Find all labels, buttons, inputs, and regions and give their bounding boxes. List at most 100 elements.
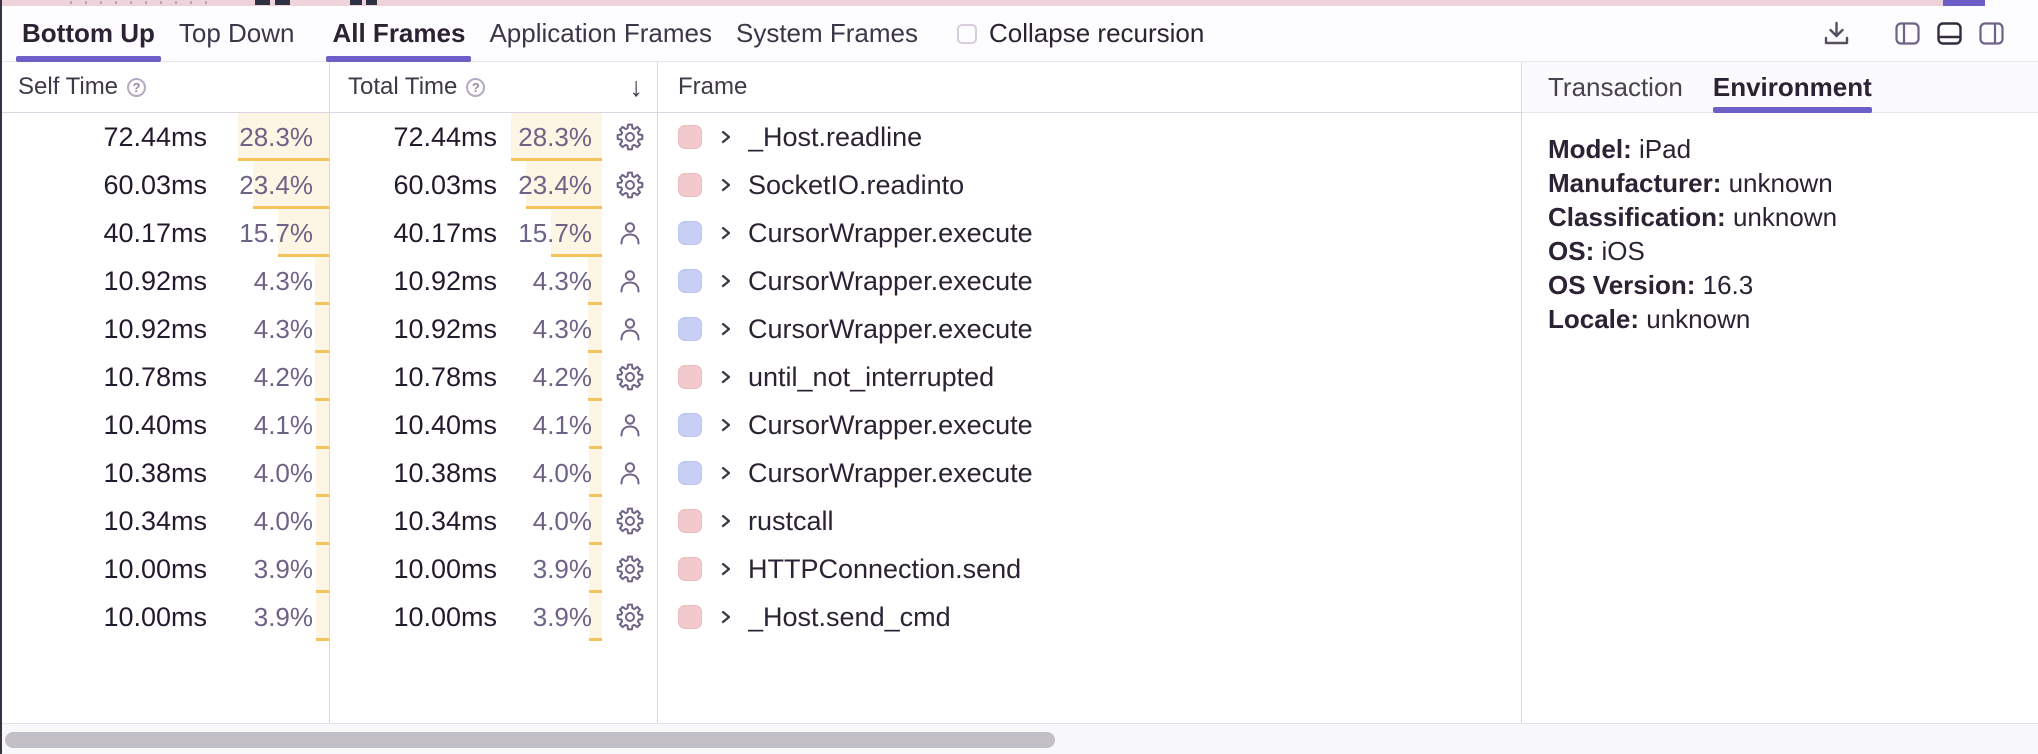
frame-cell: CursorWrapper.execute [658, 401, 1521, 449]
minimap-tick [190, 1, 192, 4]
table-row[interactable]: 10.40ms 4.1% 10.40ms 4.1% [0, 401, 1521, 449]
total-time-percent: 3.9% [532, 554, 592, 584]
total-time-help-icon[interactable]: ? [466, 77, 486, 97]
chevron-right-icon[interactable] [719, 225, 733, 241]
percent-bar [589, 449, 602, 497]
gear-icon [616, 171, 644, 199]
tab-transaction[interactable]: Transaction [1548, 71, 1683, 102]
chevron-right-icon[interactable] [719, 129, 733, 145]
minimap-viewport-indicator[interactable] [1943, 0, 1985, 6]
frame-cell: _Host.send_cmd [658, 593, 1521, 641]
frame-name: CursorWrapper.execute [748, 409, 1033, 440]
frame-type-icon-cell [602, 305, 658, 353]
tab-environment[interactable]: Environment [1712, 62, 1872, 113]
chevron-right-icon[interactable] [719, 465, 733, 481]
horizontal-scrollbar-thumb[interactable] [5, 732, 1055, 748]
percent-bar [253, 161, 329, 209]
tab-application-frames[interactable]: Application Frames [489, 18, 712, 48]
download-icon[interactable] [1821, 18, 1852, 49]
total-time-cell: 10.34ms 4.0% [330, 497, 658, 545]
percent-bar [589, 497, 602, 545]
header-total-time[interactable]: Total Time ? ↓ [330, 62, 658, 112]
frame-color-swatch [678, 173, 702, 197]
horizontal-scrollbar-track[interactable] [0, 723, 2038, 754]
frame-name: _Host.readline [748, 121, 923, 152]
frame-type-icon-cell [602, 401, 658, 449]
panel-right-icon[interactable] [1978, 20, 2005, 47]
collapse-recursion-checkbox[interactable] [957, 23, 978, 44]
sort-desc-icon[interactable]: ↓ [629, 71, 644, 102]
percent-bar [316, 593, 329, 641]
table-row[interactable]: 60.03ms 23.4% 60.03ms 23.4% [0, 161, 1521, 209]
field-value: iOS [1601, 236, 1645, 266]
chevron-right-icon[interactable] [719, 177, 733, 193]
chevron-right-icon[interactable] [719, 513, 733, 529]
table-row[interactable]: 10.92ms 4.3% 10.92ms 4.3% [0, 305, 1521, 353]
field-label: Classification: [1548, 202, 1726, 232]
table-row[interactable]: 10.92ms 4.3% 10.92ms 4.3% [0, 257, 1521, 305]
self-time-percent: 15.7% [239, 218, 313, 248]
frame-name: until_not_interrupted [748, 361, 995, 392]
table-row[interactable]: 40.17ms 15.7% 40.17ms 15.7% [0, 209, 1521, 257]
view-tabs: Bottom Up Top Down [0, 6, 296, 62]
panel-left-icon[interactable] [1894, 20, 1921, 47]
percent-bar [316, 545, 329, 593]
frame-type-icon-cell [602, 113, 658, 161]
table-row[interactable]: 72.44ms 28.3% 72.44ms 28.3% [0, 113, 1521, 161]
percent-bar [551, 209, 602, 257]
self-time-help-icon[interactable]: ? [127, 77, 147, 97]
chevron-right-icon[interactable] [719, 417, 733, 433]
person-icon [620, 414, 640, 437]
chevron-right-icon[interactable] [719, 561, 733, 577]
total-time-percent: 15.7% [518, 218, 592, 248]
chevron-right-icon[interactable] [719, 609, 733, 625]
self-time-cell: 40.17ms 15.7% [0, 209, 330, 257]
total-time-percent-cell: 23.4% [497, 161, 602, 209]
self-time-cell: 10.78ms 4.2% [0, 353, 330, 401]
table-row[interactable]: 10.34ms 4.0% 10.34ms 4.0% [0, 497, 1521, 545]
percent-bar [315, 305, 329, 353]
frame-name: SocketIO.readinto [748, 169, 965, 200]
self-time-cell: 10.38ms 4.0% [0, 449, 330, 497]
tab-system-frames[interactable]: System Frames [735, 18, 919, 48]
self-time-cell: 72.44ms 28.3% [0, 113, 330, 161]
table-row[interactable]: 10.78ms 4.2% 10.78ms 4.2% [0, 353, 1521, 401]
field-value: unknown [1732, 202, 1838, 232]
tab-top-down[interactable]: Top Down [178, 18, 295, 48]
minimap-frame-mark [350, 0, 362, 5]
total-time-percent-cell: 3.9% [497, 593, 602, 641]
self-time-value: 10.92ms [103, 314, 207, 344]
total-time-value: 40.17ms [393, 218, 497, 248]
total-time-value: 60.03ms [393, 170, 497, 200]
frame-color-swatch [678, 317, 702, 341]
chevron-right-icon[interactable] [719, 369, 733, 385]
table-row[interactable]: 10.00ms 3.9% 10.00ms 3.9% [0, 545, 1521, 593]
table-row[interactable]: 10.38ms 4.0% 10.38ms 4.0% [0, 449, 1521, 497]
header-self-time[interactable]: Self Time ? [0, 62, 330, 112]
tab-all-frames[interactable]: All Frames [326, 6, 472, 62]
minimap-strip[interactable] [0, 0, 2038, 6]
details-panel: Transaction Environment Model: iPad Manu… [1521, 62, 2038, 723]
total-time-percent: 4.0% [532, 506, 592, 536]
total-time-percent: 4.3% [532, 266, 592, 296]
tab-bottom-up[interactable]: Bottom Up [16, 6, 161, 62]
chevron-right-icon[interactable] [719, 321, 733, 337]
environment-field: Model: iPad [1548, 132, 2012, 166]
panel-bottom-icon[interactable] [1936, 20, 1963, 47]
table-row[interactable]: 10.00ms 3.9% 10.00ms 3.9% [0, 593, 1521, 641]
collapse-recursion-toggle[interactable]: Collapse recursion [957, 6, 1204, 61]
frame-name: CursorWrapper.execute [748, 457, 1033, 488]
frame-cell: rustcall [658, 497, 1521, 545]
self-time-percent-cell: 4.1% [207, 401, 329, 449]
environment-field: Manufacturer: unknown [1548, 166, 2012, 200]
total-time-percent-cell: 28.3% [497, 113, 602, 161]
self-time-label: Self Time [18, 73, 119, 100]
self-time-value: 72.44ms [103, 122, 207, 152]
field-label: Locale: [1548, 304, 1640, 334]
total-time-percent: 4.0% [532, 458, 592, 488]
chevron-right-icon[interactable] [719, 273, 733, 289]
total-time-cell: 10.92ms 4.3% [330, 305, 658, 353]
frame-color-swatch [678, 557, 702, 581]
total-time-percent-cell: 4.0% [497, 497, 602, 545]
